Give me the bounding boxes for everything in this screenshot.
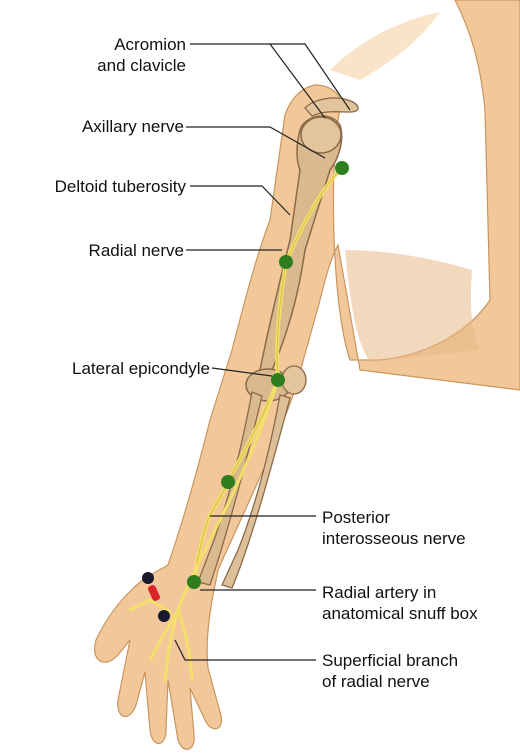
nerve-point-axillary xyxy=(335,161,349,175)
label-acromion-line2: and clavicle xyxy=(60,55,186,76)
nerve-point-epicondyle xyxy=(271,373,285,387)
label-acromion-line1: Acromion xyxy=(60,34,186,55)
shoulder-highlight xyxy=(330,12,440,80)
label-radial-nerve: Radial nerve xyxy=(30,240,184,261)
label-lateral-epicondyle: Lateral epicondyle xyxy=(4,358,210,379)
label-deltoid-tuberosity: Deltoid tuberosity xyxy=(4,176,186,197)
label-acromion: Acromion and clavicle xyxy=(60,34,186,76)
label-radial-artery: Radial artery in anatomical snuff box xyxy=(322,582,516,624)
label-superficial-line1: Superficial branch xyxy=(322,650,512,671)
olecranon xyxy=(282,366,306,394)
label-artery-line2: anatomical snuff box xyxy=(322,603,516,624)
label-posterior-interosseous: Posterior interosseous nerve xyxy=(322,507,512,549)
label-artery-line1: Radial artery in xyxy=(322,582,516,603)
artery-marker-lower xyxy=(158,610,170,622)
label-superficial-line2: of radial nerve xyxy=(322,671,512,692)
nerve-point-wrist xyxy=(187,575,201,589)
label-posterior-line2: interosseous nerve xyxy=(322,528,512,549)
label-posterior-line1: Posterior xyxy=(322,507,512,528)
nerve-point-forearm xyxy=(221,475,235,489)
label-superficial-branch: Superficial branch of radial nerve xyxy=(322,650,512,692)
artery-marker-upper xyxy=(142,572,154,584)
nerve-point-radial xyxy=(279,255,293,269)
label-axillary-nerve: Axillary nerve xyxy=(20,116,184,137)
torso-shading xyxy=(345,250,480,362)
